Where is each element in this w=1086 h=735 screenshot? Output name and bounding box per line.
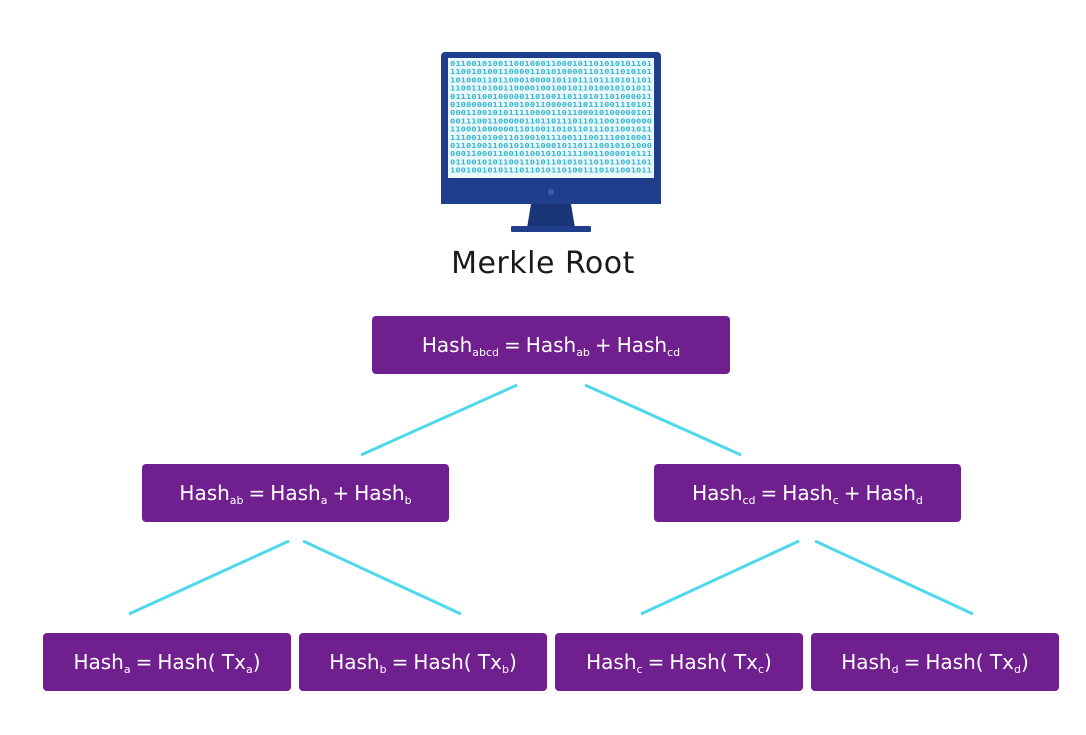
connector-cd-d <box>814 539 974 616</box>
connector-root-ab <box>360 383 518 457</box>
node-lhs: Hash <box>692 481 743 505</box>
node-lhs: Hash <box>841 650 892 674</box>
node-term2: Hash <box>354 481 405 505</box>
binary-line: 00111001100000110110111011011001000000 <box>450 116 652 125</box>
monitor-screen <box>448 58 654 178</box>
node-term2: Hash <box>616 333 668 357</box>
node-function: Hash( Tx <box>925 650 1014 674</box>
node-term1-subscript: a <box>320 493 328 507</box>
node-lhs-subscript: c <box>636 662 643 676</box>
node-term1: Hash <box>525 333 577 357</box>
node-function-subscript: b <box>501 662 509 676</box>
node-lhs-subscript: b <box>379 662 387 676</box>
node-lhs: Hash <box>73 650 124 674</box>
equals-sign: = <box>504 333 521 357</box>
node-lhs: Hash <box>179 481 230 505</box>
plus-sign: + <box>332 481 350 505</box>
connector-cd-c <box>640 539 800 616</box>
node-lhs-subscript: ab <box>229 493 244 507</box>
binary-line: 00011000110010100101011110011000010111 <box>450 149 653 158</box>
monitor-neck <box>527 204 575 228</box>
node-close-paren: ) <box>1020 650 1029 674</box>
equals-sign: = <box>248 481 266 505</box>
computer-monitor-icon: 0110010100110010001100010110101010110111… <box>441 52 661 232</box>
node-function-subscript: d <box>1013 662 1021 676</box>
binary-line: 11001101001100001001001011010010101011 <box>450 84 653 93</box>
node-term2-subscript: d <box>915 493 923 507</box>
node-term2-subscript: b <box>404 493 412 507</box>
equals-sign: = <box>760 481 778 505</box>
equals-sign: = <box>647 650 665 674</box>
diagram-title: Merkle Root <box>451 246 635 281</box>
connector-root-cd <box>584 383 742 457</box>
node-function: Hash( Tx <box>413 650 502 674</box>
node-term1: Hash <box>270 481 321 505</box>
binary-line: 00011001010111100001101100010100000101 <box>450 108 653 117</box>
node-lhs-subscript: a <box>123 662 131 676</box>
binary-line: 11100101001101001011100111001110010001 <box>450 133 653 142</box>
binary-line: 01101001100101011000101101110010101000 <box>450 141 652 150</box>
node-term1-subscript: c <box>832 493 839 507</box>
binary-line: 01110100100000110100110110101101000011 <box>450 92 653 101</box>
node-lhs-subscript: cd <box>742 493 756 507</box>
node-term2: Hash <box>865 481 916 505</box>
connector-ab-a <box>128 539 290 616</box>
node-function-subscript: c <box>757 662 765 676</box>
equals-sign: = <box>391 650 409 674</box>
node-lhs-subscript: d <box>891 662 899 676</box>
node-term2-subscript: cd <box>667 345 681 359</box>
node-term1-subscript: ab <box>576 345 590 359</box>
binary-line: 01000000111001001100000110111001110101 <box>450 100 653 109</box>
node-function: Hash( Tx <box>669 650 758 674</box>
binary-code-text: 0110010100110010001100010110101010110111… <box>450 59 653 175</box>
binary-line: 10100011011000100001011011101110101101 <box>450 75 653 84</box>
binary-line: 11001010011000011010100001101011010101 <box>450 67 653 76</box>
binary-line: 01100101011001101011010101101011001101 <box>450 157 653 166</box>
plus-sign: + <box>843 481 861 505</box>
node-lhs-subscript: abcd <box>472 345 500 359</box>
node-close-paren: ) <box>508 650 517 674</box>
monitor-power-dot <box>548 189 554 195</box>
node-function-subscript: a <box>245 662 253 676</box>
node-lhs: Hash <box>586 650 637 674</box>
equals-sign: = <box>135 650 153 674</box>
node-close-paren: ) <box>252 650 261 674</box>
node-lhs: Hash <box>421 333 473 357</box>
monitor-stand-base <box>511 226 591 232</box>
binary-line: 11000100000011010011010110111011001011 <box>450 125 653 134</box>
equals-sign: = <box>903 650 921 674</box>
connector-ab-b <box>302 539 462 616</box>
plus-sign: + <box>594 333 612 357</box>
node-term1: Hash <box>782 481 833 505</box>
binary-line: 01100101001100100011000101101010101101 <box>450 59 653 68</box>
binary-line: 10010010101110110101101001110101001011 <box>450 166 653 175</box>
node-lhs: Hash <box>329 650 380 674</box>
node-close-paren: ) <box>764 650 772 674</box>
node-function: Hash( Tx <box>157 650 246 674</box>
